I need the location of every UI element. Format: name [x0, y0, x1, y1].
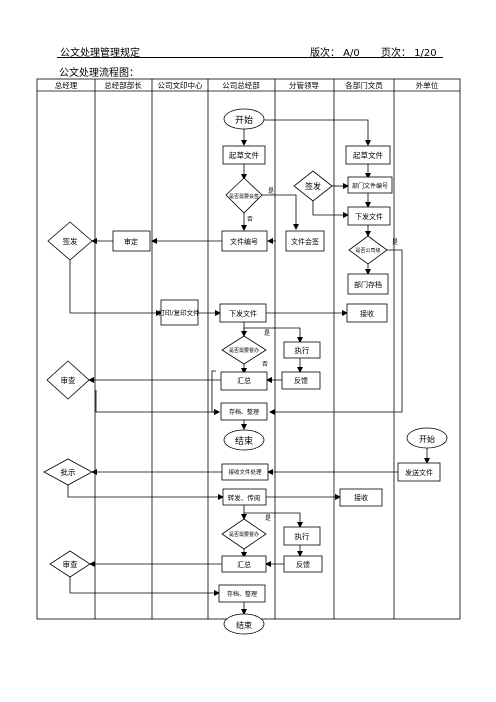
node-label: 接收 — [360, 309, 374, 318]
yes-label: 是 — [392, 239, 398, 246]
flowchart-subtitle: 公文处理流程图： — [59, 68, 139, 79]
node-label: 文件编号 — [230, 237, 258, 246]
header-page: 页次： 1/20 — [381, 48, 437, 59]
draft-box — [222, 145, 266, 165]
node-label: 接收文件处理 — [228, 468, 262, 476]
archive-box — [218, 584, 266, 603]
node-label: 审查 — [63, 559, 78, 569]
decision-diamond — [225, 177, 263, 214]
execute-box — [283, 526, 321, 546]
file-number-box — [221, 230, 268, 252]
node-label: 签发 — [305, 181, 321, 191]
node-label: 是否公司级 — [355, 247, 380, 254]
print-copy-box — [160, 299, 199, 326]
node-label: 文件会签 — [291, 237, 319, 246]
node-label: 部门存档 — [354, 280, 382, 289]
node-label: 存档、整理 — [229, 408, 259, 416]
receive-box — [339, 488, 383, 507]
node-label: 结束 — [236, 620, 252, 630]
send-file-box — [397, 462, 441, 482]
node-label: 批示 — [61, 467, 76, 477]
node-label: 签发 — [63, 236, 78, 246]
start-terminal — [223, 108, 265, 130]
review-box — [112, 230, 151, 252]
feedback-box — [283, 555, 323, 573]
decision-diamond — [221, 518, 267, 550]
no-label: 否 — [247, 216, 253, 223]
lane-header: 总经理 — [55, 80, 78, 90]
issue-box — [219, 303, 267, 323]
node-label: 打印/复印文件 — [158, 308, 200, 317]
receive-box — [346, 303, 388, 323]
archive-box — [220, 402, 268, 421]
countersign-box — [285, 230, 325, 252]
node-label: 发送文件 — [405, 468, 433, 477]
node-label: 起草文件 — [353, 150, 383, 160]
node-label: 汇总 — [237, 376, 251, 385]
decision-diamond — [348, 235, 388, 265]
collect-box — [220, 371, 268, 391]
dept-archive-box — [347, 273, 389, 295]
lane-header: 各部门文员 — [345, 80, 383, 90]
swimlane-grid — [36, 78, 461, 620]
yes-label: 是 — [268, 188, 274, 195]
node-label: 反馈 — [294, 376, 308, 385]
decision-diamond — [293, 170, 333, 202]
decision-diamond — [49, 550, 91, 578]
no-label: 否 — [262, 361, 268, 368]
node-label: 起草文件 — [229, 150, 259, 160]
draft-box — [345, 145, 391, 165]
node-label: 汇总 — [237, 560, 251, 569]
node-label: 审定 — [124, 237, 138, 246]
execute-box — [283, 341, 321, 359]
end-terminal — [223, 429, 265, 451]
lane-header: 总经部部长 — [104, 80, 142, 90]
node-label: 转发、传阅 — [228, 493, 261, 502]
node-label: 结束 — [235, 435, 253, 447]
decision-diamond — [47, 221, 93, 261]
lane-header: 分管领导 — [289, 80, 319, 90]
node-label: 审查 — [61, 375, 76, 385]
issue-box — [347, 206, 391, 226]
dept-number-box — [347, 176, 393, 194]
node-label: 开始 — [235, 114, 253, 126]
node-label: 接收 — [354, 493, 368, 502]
node-label: 下发文件 — [229, 309, 257, 318]
header-title: 公文处理管理规定 — [60, 48, 140, 59]
start-terminal — [406, 427, 448, 449]
lane-header: 公司总经部 — [222, 80, 260, 90]
decision-diamond — [43, 458, 93, 486]
header-rule — [57, 57, 443, 58]
lane-header: 外单位 — [416, 80, 439, 90]
node-label: 是否需要督办 — [229, 347, 259, 354]
node-label: 下发文件 — [355, 212, 383, 221]
end-terminal — [223, 613, 265, 635]
yes-label: 是 — [264, 330, 270, 337]
collect-box — [221, 555, 267, 573]
node-label: 反馈 — [296, 560, 310, 569]
node-label: 执行 — [295, 345, 310, 355]
receive-file-box — [221, 463, 269, 481]
node-label: 开始 — [419, 434, 435, 444]
decision-diamond — [221, 335, 267, 365]
node-label: 存档、整理 — [227, 590, 257, 598]
node-label: 执行 — [295, 531, 310, 541]
lane-header: 公司文印中心 — [158, 80, 203, 90]
node-label: 部门文件编号 — [352, 182, 388, 190]
node-label: 是否需要会签 — [229, 193, 259, 200]
feedback-box — [281, 371, 321, 390]
node-label: 是否需要督办 — [229, 531, 259, 538]
forward-box — [222, 488, 267, 506]
yes-label: 是 — [265, 515, 271, 522]
header-version: 版次： A/0 — [310, 48, 360, 59]
decision-diamond — [46, 360, 90, 400]
